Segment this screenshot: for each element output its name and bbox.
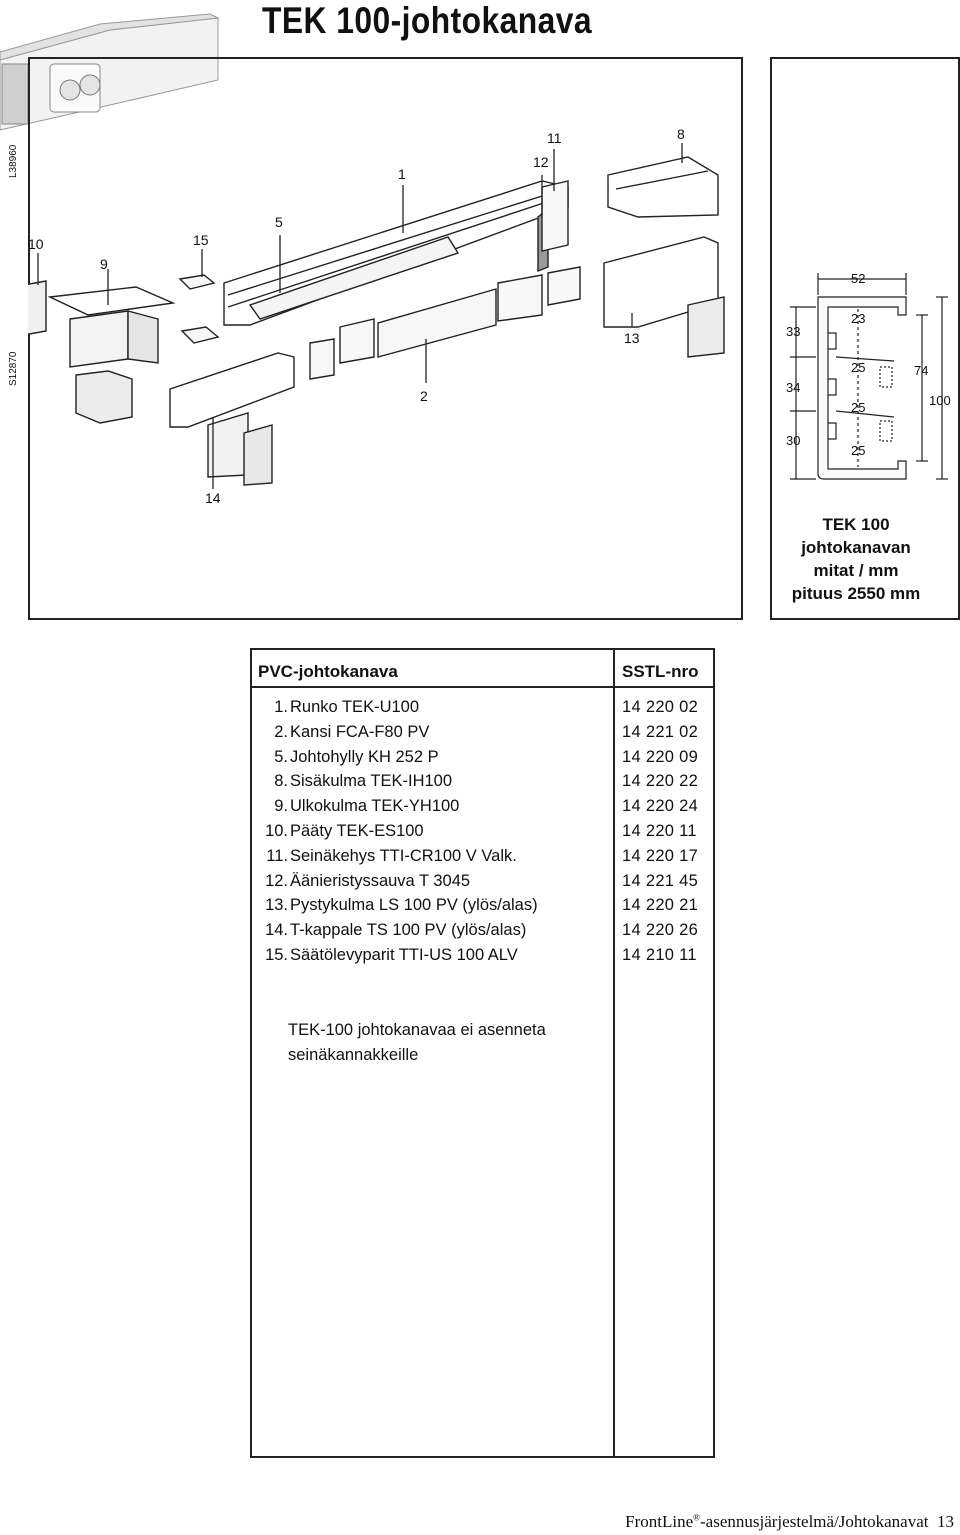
product-photo: [0, 13, 220, 131]
caption-line-4: pituus 2550 mm: [791, 584, 921, 603]
row-sstl-code: 14 220 21: [622, 896, 699, 915]
row-sstl-code: 14 220 09: [622, 747, 699, 766]
dim-left-33: 33: [786, 324, 801, 339]
table-row: 8.Sisäkulma TEK-IH100 14 220 22: [252, 772, 713, 797]
callout-10: 10: [28, 236, 44, 252]
dim-width-52: 52: [851, 271, 866, 286]
callout-5: 5: [275, 214, 283, 230]
footer-brand: FrontLine: [625, 1512, 694, 1531]
row-number: 5.: [274, 747, 288, 766]
caption-line-3: mitat / mm: [813, 561, 899, 580]
row-product-name: Pääty TEK-ES100: [290, 821, 424, 840]
table-row: 5.Johtohylly KH 252 P 14 220 09: [252, 748, 713, 773]
row-number: 13.: [265, 896, 288, 915]
row-number: 11.: [266, 846, 288, 865]
table-rows: 1.Runko TEK-U100 14 220 02 2.Kansi FCA-F80…: [252, 698, 713, 971]
drawing-code-top: L38960: [8, 144, 19, 178]
dim-inner-25-b: 25: [851, 400, 866, 415]
header-product: PVC-johtokanava: [258, 662, 398, 681]
row-product-name: Pystykulma LS 100 PV (ylös/alas): [290, 896, 538, 915]
header-rule: [252, 686, 713, 688]
page-title: TEK 100-johtokanava: [262, 0, 593, 41]
callout-11: 11: [547, 130, 562, 146]
header-code: SSTL-nro: [622, 662, 699, 681]
row-product-name: Johtohylly KH 252 P: [290, 747, 439, 766]
row-sstl-code: 14 220 17: [622, 846, 699, 865]
parts-table: PVC-johtokanava SSTL-nro 1.Runko TEK-U10…: [250, 648, 715, 1458]
row-product-name: Runko TEK-U100: [290, 698, 420, 716]
dimension-frame: [770, 57, 960, 620]
note-line-2: seinäkannakkeille: [288, 1046, 419, 1064]
callout-13: 13: [624, 330, 640, 346]
row-product-name: Kansi FCA-F80 PV: [290, 722, 430, 741]
footer-text: -asennusjärjestelmä/Johtokanavat: [700, 1512, 929, 1531]
row-sstl-code: 14 220 11: [622, 821, 697, 840]
table-row: 10.Pääty TEK-ES100 14 220 11: [252, 822, 713, 847]
table-row: 14.T-kappale TS 100 PV (ylös/alas) 14 220…: [252, 921, 713, 946]
dimension-caption: TEK 100 johtokanavan mitat / mm pituus 2…: [772, 513, 940, 605]
callout-14: 14: [205, 490, 221, 506]
callout-2: 2: [420, 388, 428, 404]
row-number: 8.: [274, 772, 288, 791]
row-sstl-code: 14 220 22: [622, 772, 699, 791]
row-product-name: Sisäkulma TEK-IH100: [290, 772, 453, 791]
row-sstl-code: 14 220 24: [622, 797, 699, 816]
dim-inner-25-c: 25: [851, 443, 866, 458]
row-number: 1.: [274, 698, 288, 716]
caption-line-1: TEK 100: [822, 515, 890, 534]
table-row: 15.Säätölevyparit TTI-US 100 ALV 14 210 1…: [252, 946, 713, 971]
dim-inner-25-a: 25: [851, 360, 866, 375]
dim-height-74: 74: [914, 363, 929, 378]
row-product-name: T-kappale TS 100 PV (ylös/alas): [290, 921, 527, 940]
drawing-code-bottom: S12870: [8, 351, 19, 386]
table-row: 1.Runko TEK-U100 14 220 02: [252, 698, 713, 723]
row-product-name: Ulkokulma TEK-YH100: [290, 797, 460, 816]
page-number: 13: [937, 1512, 954, 1531]
table-row: 13.Pystykulma LS 100 PV (ylös/alas) 14 22…: [252, 896, 713, 921]
row-number: 14.: [265, 921, 288, 940]
exploded-view-drawing: [28, 143, 725, 489]
row-product-name: Äänieristyssauva T 3045: [290, 871, 471, 890]
column-divider: [613, 650, 615, 1456]
row-product-name: Säätölevyparit TTI-US 100 ALV: [290, 945, 518, 964]
table-row: 11.Seinäkehys TTI-CR100 V Valk. 14 220 17: [252, 847, 713, 872]
row-number: 10.: [265, 821, 288, 840]
callout-9: 9: [100, 256, 108, 272]
exploded-view-frame: [28, 57, 743, 620]
row-number: 2.: [274, 722, 288, 741]
caption-line-2: johtokanavan: [801, 538, 911, 557]
dim-left-30: 30: [786, 433, 801, 448]
table-row: 12.Äänieristyssauva T 3045 14 221 45: [252, 872, 713, 897]
row-number: 15.: [265, 945, 288, 964]
callout-8: 8: [677, 126, 685, 142]
table-row: 9.Ulkokulma TEK-YH100 14 220 24: [252, 797, 713, 822]
callout-1: 1: [398, 166, 406, 182]
callout-15: 15: [193, 232, 209, 248]
row-number: 9.: [274, 797, 288, 816]
installation-note: TEK-100 johtokanavaa ei asenneta seinäka…: [288, 1018, 588, 1068]
registered-mark: ®: [693, 1512, 701, 1523]
row-sstl-code: 14 220 02: [622, 698, 699, 716]
row-number: 12.: [265, 871, 288, 890]
row-product-name: Seinäkehys TTI-CR100 V Valk.: [290, 846, 517, 865]
callout-12: 12: [533, 154, 549, 170]
dim-left-34: 34: [786, 380, 801, 395]
dim-height-100: 100: [929, 393, 951, 408]
cross-section-drawing: [790, 273, 948, 480]
row-sstl-code: 14 221 45: [622, 871, 699, 890]
page-footer: FrontLine®-asennusjärjestelmä/Johtokanav…: [625, 1512, 954, 1532]
row-sstl-code: 14 210 11: [622, 945, 697, 964]
row-sstl-code: 14 221 02: [622, 722, 699, 741]
dim-inner-23: 23: [851, 311, 866, 326]
table-row: 2.Kansi FCA-F80 PV 14 221 02: [252, 723, 713, 748]
note-line-1: TEK-100 johtokanavaa ei asenneta: [288, 1021, 546, 1039]
row-sstl-code: 14 220 26: [622, 921, 699, 940]
